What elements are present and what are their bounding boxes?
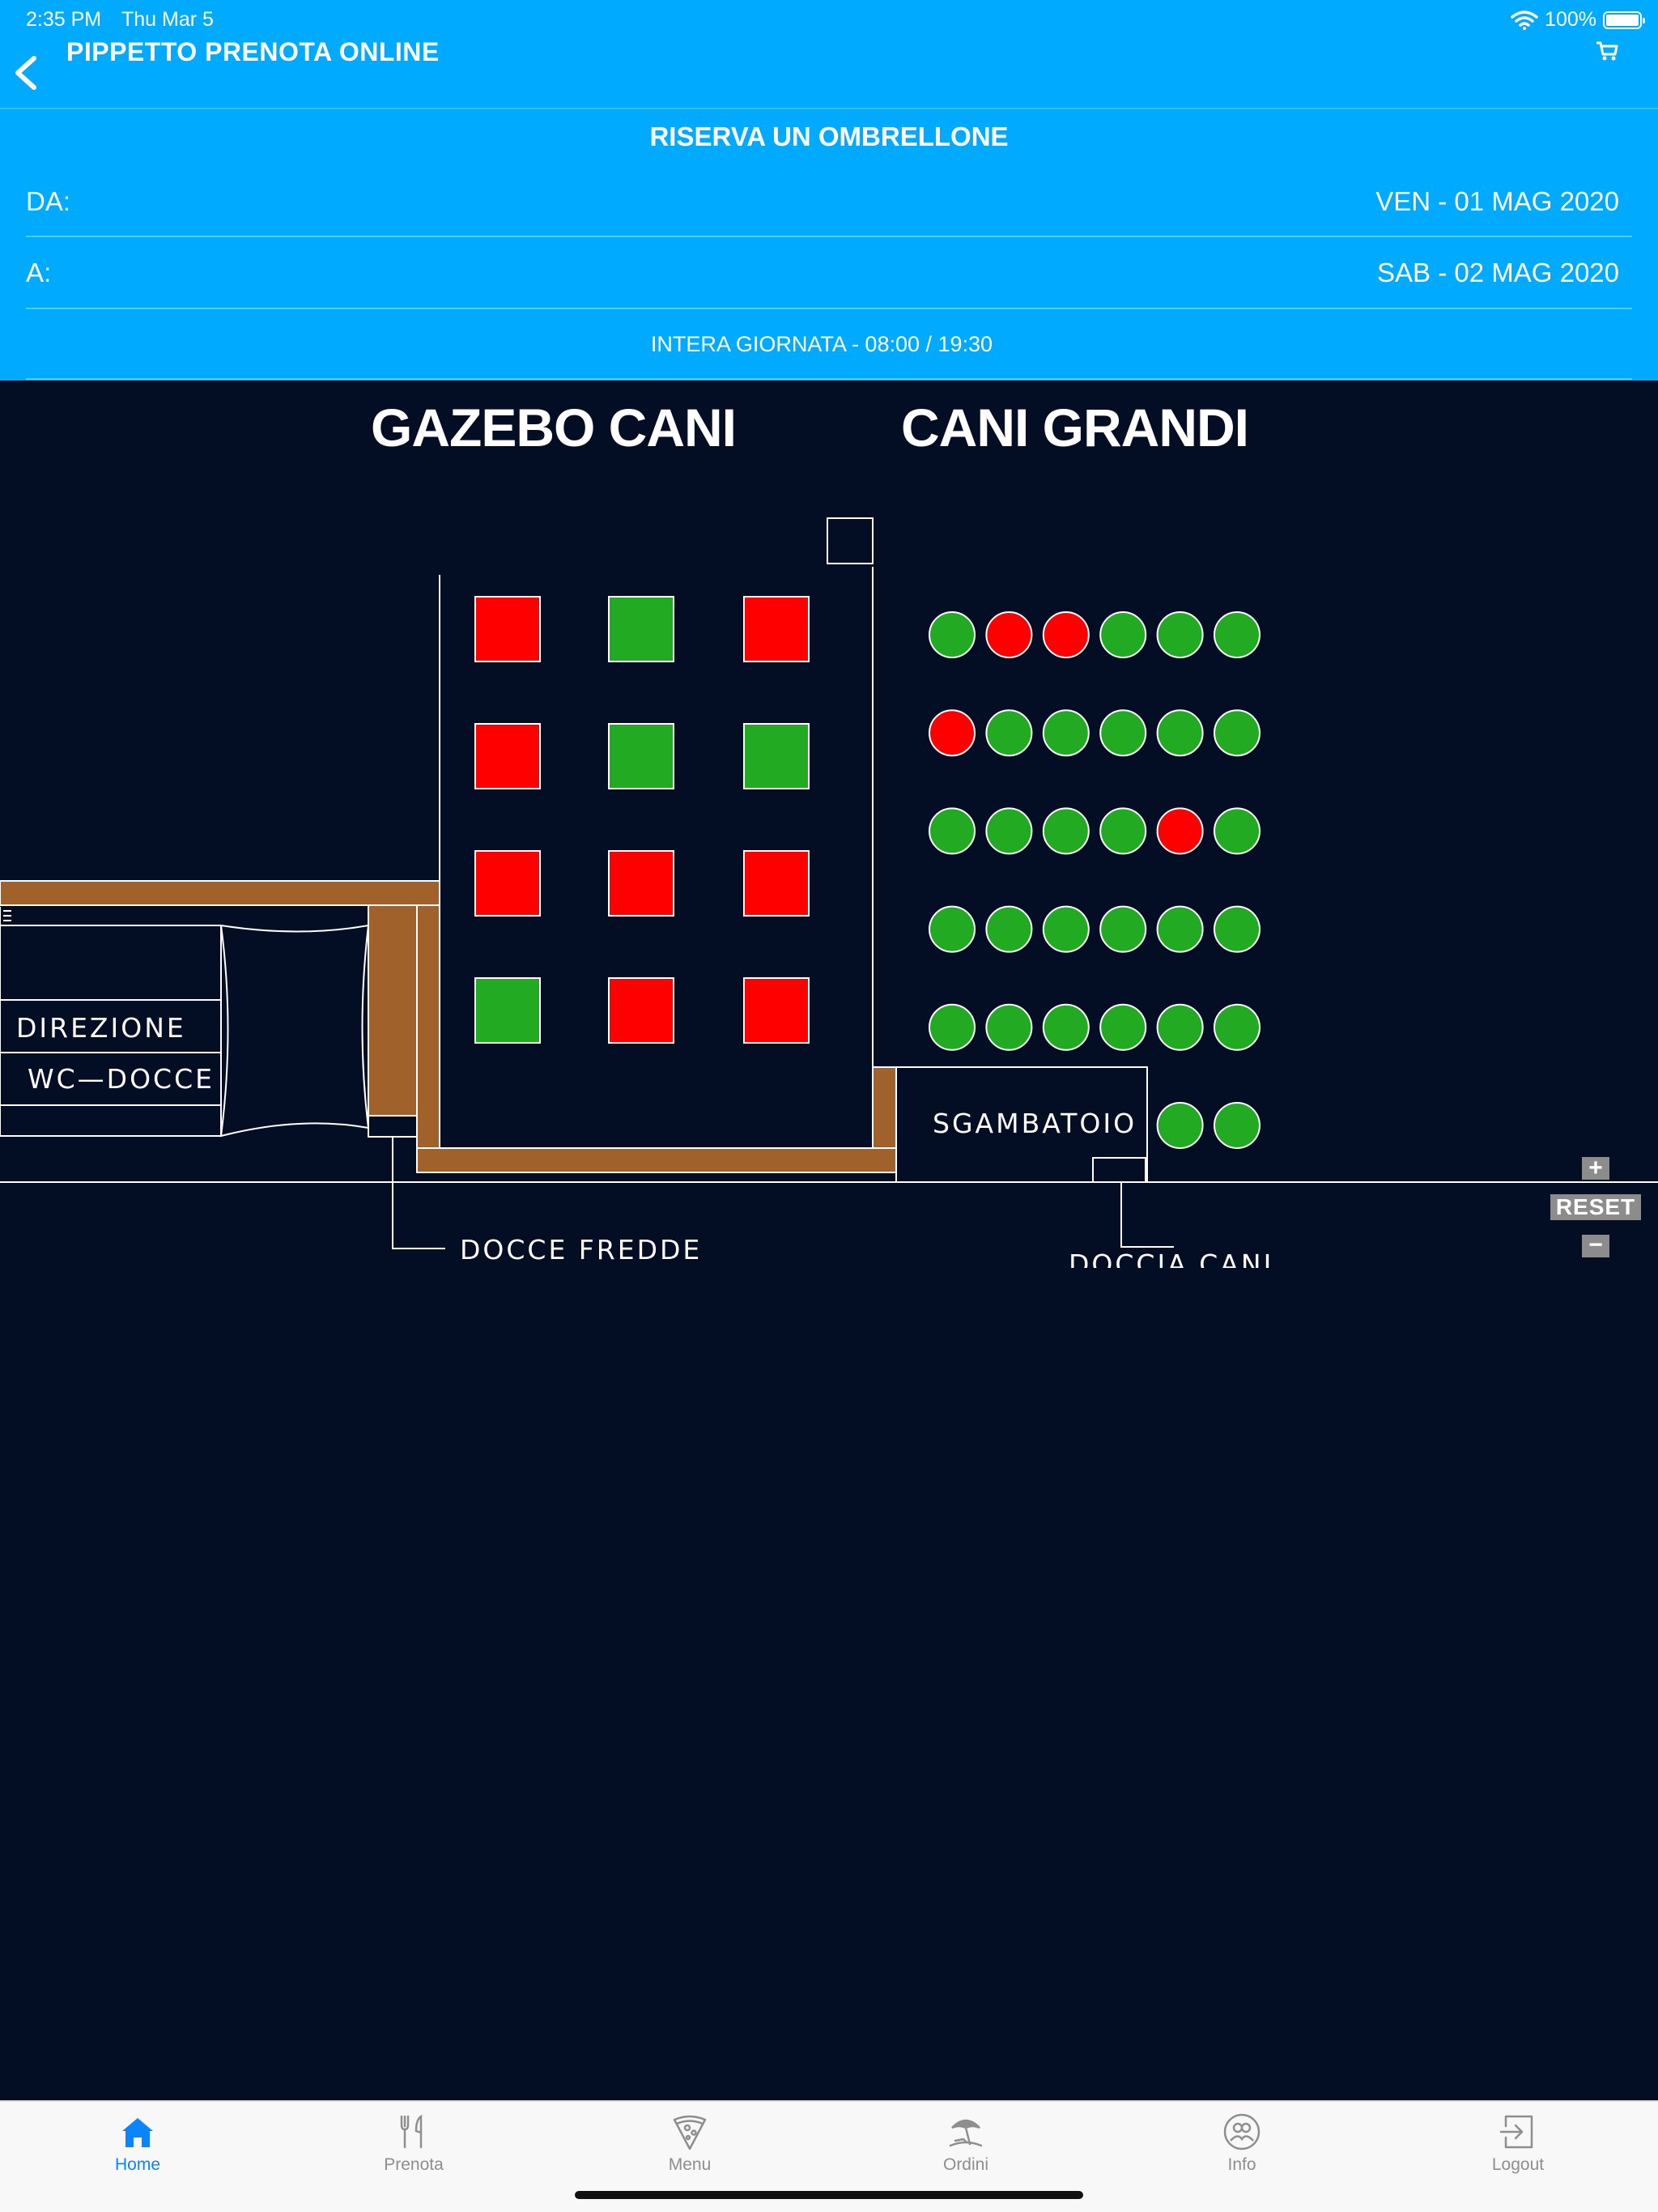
gazebo-spot-free[interactable] — [474, 977, 541, 1044]
section-title: RISERVA UN OMBRELLONE — [649, 121, 1009, 151]
gazebo-spot-booked[interactable] — [743, 596, 810, 662]
tab-menu[interactable]: Menu — [609, 2102, 771, 2191]
umbrella-spot-booked[interactable] — [1042, 611, 1090, 658]
tab-label: Logout — [1491, 2155, 1545, 2174]
cart-icon[interactable] — [1595, 39, 1619, 63]
umbrella-spot-free[interactable] — [929, 807, 976, 855]
zoom-out-button[interactable]: − — [1582, 1233, 1609, 1257]
label-sgambatoio: SGAMBATOIO — [933, 1108, 1137, 1139]
chevron-left-icon[interactable] — [10, 52, 42, 94]
logout-icon — [1499, 2115, 1533, 2149]
umbrella-spot-free[interactable] — [985, 905, 1033, 953]
umbrella-spot-free[interactable] — [1214, 1003, 1261, 1051]
tab-bar: Home Prenota Menu — [0, 2100, 1658, 2212]
umbrella-spot-booked[interactable] — [1156, 807, 1204, 855]
tab-label: Home — [114, 2155, 161, 2174]
umbrella-spot-free[interactable] — [1214, 807, 1261, 855]
gazebo-spot-booked[interactable] — [474, 850, 541, 917]
app-title: PIPPETTO PRENOTA ONLINE — [66, 37, 440, 66]
tab-home[interactable]: Home — [57, 2102, 219, 2191]
from-label: DA: — [26, 186, 71, 216]
umbrella-spot-free[interactable] — [985, 1003, 1033, 1051]
beach-map[interactable]: GAZEBO CANI CANI GRANDI DIREZIONE WC—DOC… — [0, 381, 1658, 1287]
people-icon — [1223, 2113, 1261, 2150]
umbrella-spot-free[interactable] — [1042, 709, 1090, 757]
umbrella-spot-free[interactable] — [985, 709, 1033, 757]
umbrella-spot-booked[interactable] — [985, 611, 1033, 658]
umbrella-spot-free[interactable] — [1042, 1003, 1090, 1051]
gazebo-spot-free[interactable] — [608, 596, 674, 662]
umbrella-spot-free[interactable] — [985, 807, 1033, 855]
home-icon — [122, 2118, 153, 2147]
battery-icon — [1603, 11, 1645, 29]
umbrella-spot-free[interactable] — [929, 611, 976, 658]
umbrella-spot-free[interactable] — [1156, 905, 1204, 953]
gazebo-spot-booked[interactable] — [474, 723, 541, 789]
umbrella-spot-free[interactable] — [1099, 611, 1147, 658]
status-indicators: 100% — [1511, 8, 1645, 32]
umbrella-spot-free[interactable] — [1156, 709, 1204, 757]
gazebo-spot-booked[interactable] — [743, 850, 810, 917]
umbrella-spot-free[interactable] — [1214, 1102, 1261, 1149]
time-slot[interactable]: INTERA GIORNATA - 08:00 / 19:30 — [650, 332, 993, 356]
umbrella-spot-free[interactable] — [1099, 1003, 1147, 1051]
gazebo-spot-booked[interactable] — [743, 977, 810, 1044]
from-date[interactable]: VEN - 01 MAG 2020 — [1375, 186, 1619, 216]
label-doccia-cani: DOCCIA CANI — [1069, 1249, 1274, 1268]
umbrella-spot-free[interactable] — [1156, 1003, 1204, 1051]
tab-label: Info — [1227, 2155, 1256, 2174]
home-indicator — [575, 2191, 1083, 2199]
tab-label: Prenota — [384, 2155, 444, 2174]
umbrella-spot-free[interactable] — [1214, 709, 1261, 757]
gazebo-spot-free[interactable] — [743, 723, 810, 789]
zone-title-gazebo: GAZEBO CANI — [371, 398, 737, 457]
map-plan — [0, 517, 1658, 1249]
status-date: Thu Mar 5 — [121, 8, 214, 31]
umbrella-spot-free[interactable] — [1156, 1102, 1204, 1149]
umbrella-spot-free[interactable] — [1156, 611, 1204, 658]
umbrella-icon — [949, 2119, 983, 2147]
umbrella-spot-free[interactable] — [1099, 807, 1147, 855]
label-direzione: DIREZIONE — [16, 1012, 186, 1044]
umbrella-spot-free[interactable] — [929, 905, 976, 953]
umbrella-spot-free[interactable] — [1042, 807, 1090, 855]
to-label: A: — [26, 257, 52, 287]
tab-prenota[interactable]: Prenota — [333, 2102, 495, 2191]
divider — [26, 378, 1632, 380]
gazebo-spot-booked[interactable] — [608, 850, 674, 917]
pizza-icon — [673, 2115, 707, 2150]
header: 2:35 PM Thu Mar 5 100% PIPPETTO PRENOTA … — [0, 0, 1658, 381]
divider — [26, 308, 1632, 309]
umbrella-spot-free[interactable] — [1099, 709, 1147, 757]
status-time: 2:35 PM — [26, 8, 102, 31]
grandi-spots — [929, 611, 1261, 1149]
tab-logout[interactable]: Logout — [1437, 2102, 1599, 2191]
divider — [0, 108, 1658, 109]
wifi-icon — [1511, 10, 1538, 30]
battery-percent: 100% — [1545, 8, 1596, 31]
zoom-in-button[interactable]: + — [1582, 1156, 1609, 1180]
tab-label: Ordini — [942, 2155, 989, 2174]
gazebo-spot-booked[interactable] — [608, 977, 674, 1044]
umbrella-spot-free[interactable] — [1214, 905, 1261, 953]
umbrella-spot-free[interactable] — [1042, 905, 1090, 953]
gazebo-spot-booked[interactable] — [474, 596, 541, 662]
umbrella-spot-free[interactable] — [1214, 611, 1261, 658]
tab-info[interactable]: Info — [1161, 2102, 1323, 2191]
divider — [26, 236, 1632, 237]
umbrella-spot-free[interactable] — [1099, 905, 1147, 953]
tab-label: Menu — [668, 2155, 712, 2174]
tab-ordini[interactable]: Ordini — [885, 2102, 1047, 2191]
to-date[interactable]: SAB - 02 MAG 2020 — [1377, 257, 1619, 287]
zoom-reset-button[interactable]: RESET — [1550, 1194, 1641, 1220]
umbrella-spot-free[interactable] — [929, 1003, 976, 1051]
label-docce-fredde: DOCCE FREDDE — [460, 1234, 703, 1266]
label-wc-docce: WC—DOCCE — [28, 1063, 215, 1095]
gazebo-spot-free[interactable] — [608, 723, 674, 789]
fork-knife-icon — [400, 2114, 423, 2149]
umbrella-spot-booked[interactable] — [929, 709, 976, 757]
zone-title-cani-grandi: CANI GRANDI — [901, 398, 1249, 457]
gazebo-spots — [474, 596, 810, 1044]
